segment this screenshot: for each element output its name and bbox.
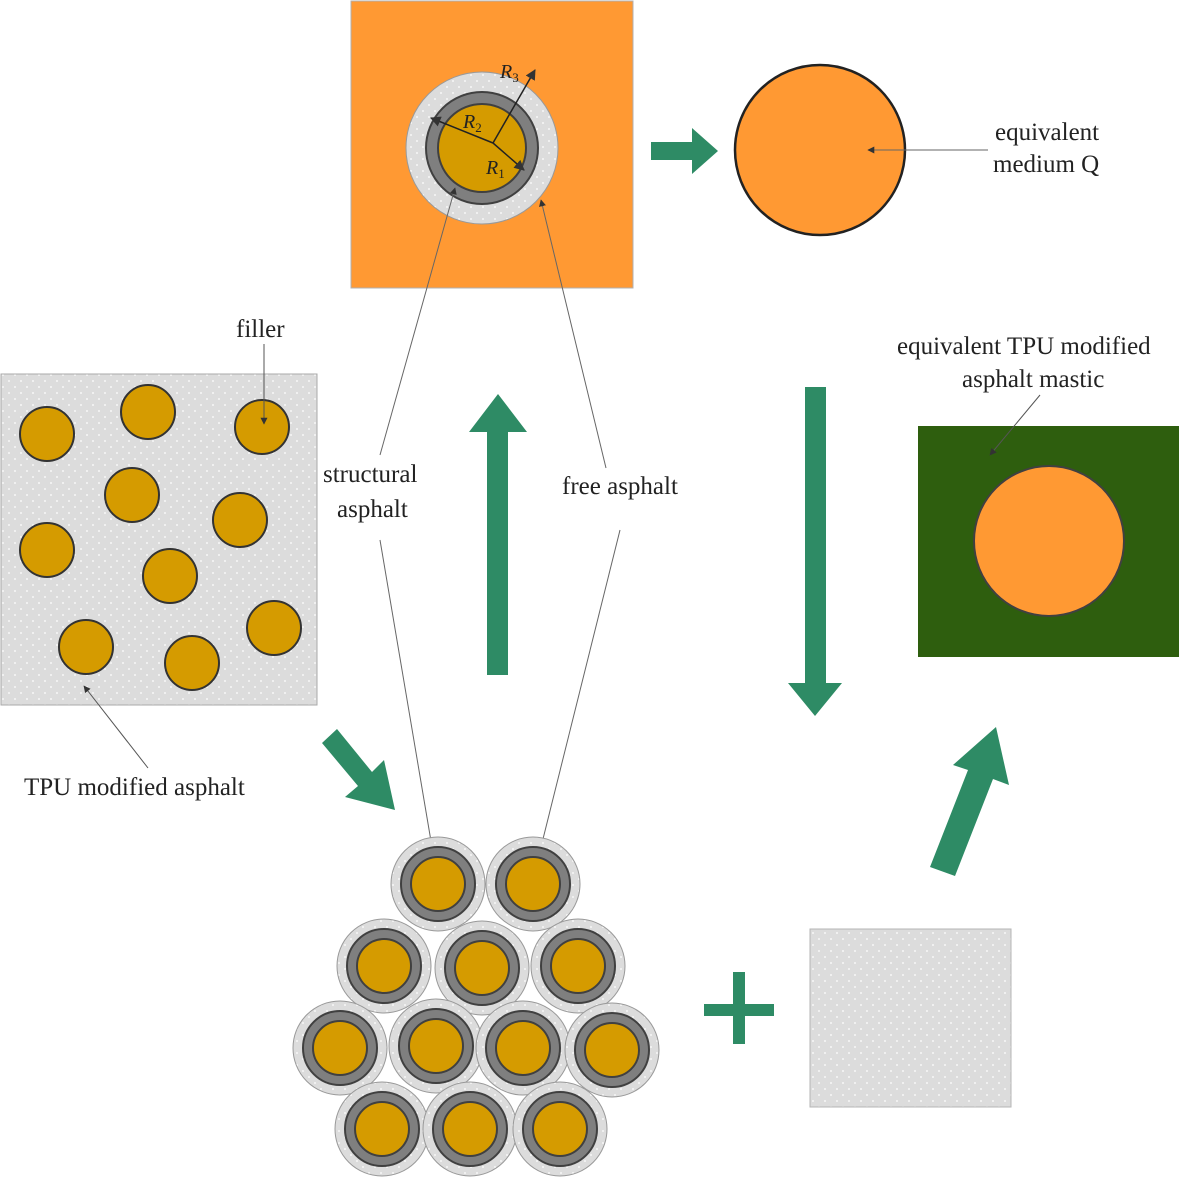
coated-particle-filler-core bbox=[410, 856, 466, 912]
coated-particle-filler-core bbox=[312, 1020, 368, 1076]
coated-particle-cluster bbox=[292, 836, 660, 1177]
arrow-right-to-equivalent bbox=[651, 128, 718, 174]
arrow-up-center bbox=[469, 394, 527, 675]
equivalent-label-line1: equivalent bbox=[995, 119, 1099, 146]
composite-sphere-panel: R3 R2 R1 bbox=[350, 0, 634, 289]
structural-pointer-down bbox=[379, 539, 436, 854]
filler-particle bbox=[104, 467, 160, 523]
coated-particle-filler-core bbox=[532, 1101, 588, 1157]
structural-asphalt-label-line1: structural bbox=[323, 461, 417, 488]
filler-particle bbox=[142, 548, 198, 604]
filler-particle bbox=[19, 406, 75, 462]
coated-particle-filler-core bbox=[505, 856, 561, 912]
arrow-diagonal-to-cluster bbox=[322, 729, 395, 810]
coated-particle-filler-core bbox=[356, 938, 412, 994]
coated-particle-filler-core bbox=[550, 938, 606, 994]
filler-particle bbox=[212, 492, 268, 548]
mastic-equivalent-particle bbox=[973, 465, 1125, 617]
coated-particle-filler-core bbox=[408, 1018, 464, 1074]
coated-particle-filler-core bbox=[354, 1101, 410, 1157]
filler-particle bbox=[246, 600, 302, 656]
plus-sign bbox=[704, 972, 774, 1044]
filler-particle bbox=[120, 384, 176, 440]
equivalent-tpu-label-line2: asphalt mastic bbox=[962, 366, 1104, 393]
free-asphalt-label: free asphalt bbox=[562, 473, 678, 500]
filler-core bbox=[437, 103, 527, 193]
structural-asphalt-label-line2: asphalt bbox=[337, 496, 408, 523]
equivalent-label-line2: medium Q bbox=[993, 151, 1099, 178]
r2-label: R2 bbox=[462, 111, 482, 135]
r1-label: R1 bbox=[485, 157, 505, 181]
free-pointer-down bbox=[539, 529, 621, 848]
mastic-pointer-line bbox=[989, 394, 1041, 456]
filler-particles bbox=[19, 384, 302, 691]
filler-label: filler bbox=[236, 316, 285, 343]
r2-radius-line bbox=[430, 116, 494, 144]
coated-particle-filler-core bbox=[454, 940, 510, 996]
free-asphalt-square bbox=[809, 928, 1012, 1108]
coated-particle-filler-core bbox=[442, 1101, 498, 1157]
arrow-diagonal-up-right bbox=[930, 727, 1009, 876]
filler-particle bbox=[19, 522, 75, 578]
tpu-pointer-line bbox=[83, 685, 149, 769]
r3-label: R3 bbox=[499, 61, 519, 85]
arrow-down-right bbox=[788, 387, 842, 716]
filler-particle bbox=[234, 399, 290, 455]
tpu-asphalt-panel bbox=[0, 373, 318, 706]
equivalent-tpu-label-line1: equivalent TPU modified bbox=[897, 333, 1151, 360]
coated-particle-filler-core bbox=[495, 1020, 551, 1076]
tpu-modified-asphalt-label: TPU modified asphalt bbox=[24, 774, 245, 801]
filler-particle bbox=[164, 635, 220, 691]
structural-pointer-up bbox=[379, 187, 457, 456]
free-pointer-up bbox=[539, 199, 607, 469]
r3-radius-line bbox=[492, 69, 536, 144]
coated-particle-filler-core bbox=[584, 1022, 640, 1078]
filler-particle bbox=[58, 619, 114, 675]
r1-radius-line bbox=[492, 142, 525, 171]
